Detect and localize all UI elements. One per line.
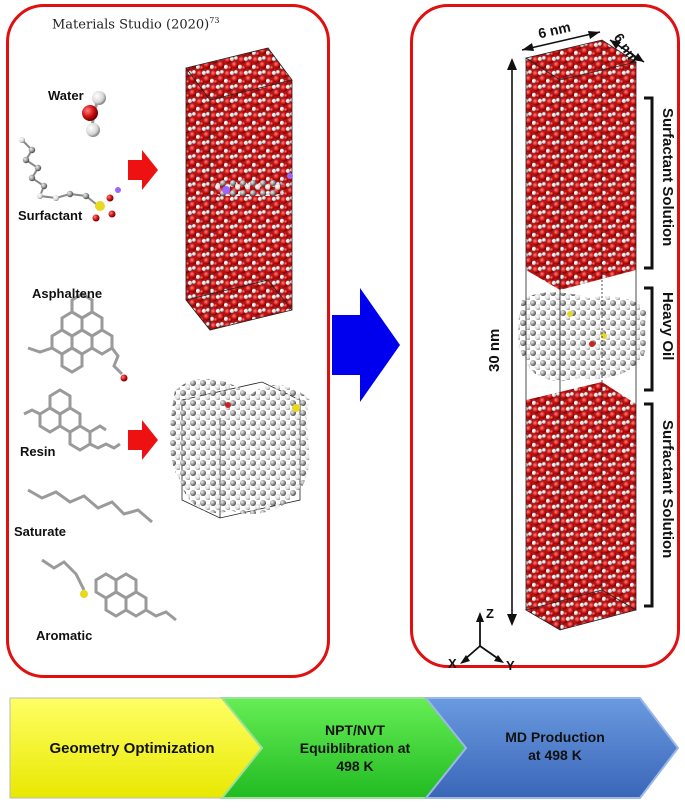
blue-process-arrow — [332, 288, 400, 402]
layer-label-heavy-oil: Heavy Oil — [659, 292, 676, 361]
step2-line1: NPT/NVT — [325, 722, 385, 738]
aromatic-molecule-model — [41, 558, 177, 622]
step2-line2: Equiblibration at — [299, 740, 411, 756]
surfactant-molecule-model — [19, 137, 121, 222]
surfactant-solution-box — [185, 47, 293, 331]
workflow-banner — [9, 697, 680, 799]
resin-label: Resin — [20, 444, 56, 459]
saturate-label: Saturate — [14, 524, 67, 539]
layer-label-bottom-solution: Surfactant Solution — [659, 420, 676, 559]
step-md-production — [423, 697, 680, 799]
step1-text: Geometry Optimization — [49, 739, 215, 757]
asphaltene-molecule-model — [27, 292, 128, 382]
simulation-box — [518, 39, 648, 631]
resin-molecule-model — [23, 388, 121, 452]
water-molecule-model — [82, 91, 106, 137]
axis-z-label: Z — [486, 606, 494, 621]
height-label: 30 nm — [486, 328, 503, 372]
bracket-bottom-solution — [644, 402, 654, 608]
bracket-top-solution — [644, 96, 654, 270]
step2-line3: 498 K — [336, 758, 374, 774]
height-dimension — [507, 58, 517, 626]
surfactant-label: Surfactant — [18, 208, 83, 223]
width-x-dimension — [521, 31, 601, 51]
aromatic-label: Aromatic — [36, 628, 93, 643]
axis-x-label: X — [448, 656, 457, 671]
width-y-dimension — [609, 39, 645, 63]
heavy-oil-box — [170, 378, 310, 519]
asphaltene-label: Asphaltene — [32, 286, 103, 301]
step3-line2: at 498 K — [528, 747, 582, 763]
water-label: Water — [48, 88, 84, 103]
software-credit: Materials Studio (2020)73 — [52, 16, 220, 33]
step3-line1: MD Production — [505, 729, 605, 745]
red-arrow-oil — [128, 420, 158, 460]
bracket-heavy-oil — [644, 286, 654, 392]
saturate-molecule-model — [27, 488, 153, 524]
axis-y-label: Y — [506, 658, 515, 673]
layer-label-top-solution: Surfactant Solution — [659, 108, 676, 247]
step3-text: MD Production at 498 K — [470, 716, 640, 776]
red-arrow-solution — [128, 150, 158, 190]
axis-triad — [460, 612, 504, 664]
step2-text: NPT/NVT Equiblibration at 498 K — [270, 712, 440, 784]
